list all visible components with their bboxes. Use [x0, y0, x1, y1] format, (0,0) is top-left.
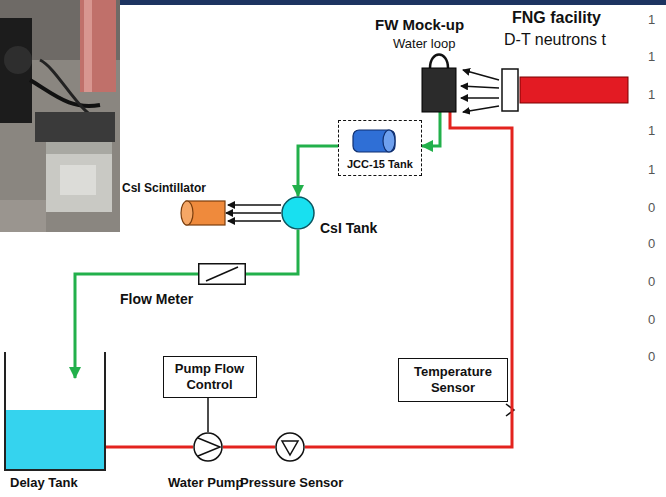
node-label: Temperature Sensor [405, 364, 501, 395]
node-label: Flow Meter [120, 291, 193, 307]
axis-tick-label: 1 [648, 88, 655, 102]
tank-circle: CsI Tank [281, 196, 315, 230]
pressure-symbol: Pressure Sensor [275, 432, 305, 462]
node-label: FNG facility [512, 9, 601, 27]
flow-connector [223, 446, 275, 449]
axis-tick-label: 1 [648, 163, 655, 177]
node-label: CsI Tank [320, 220, 377, 236]
neutron-source: FNG facilityD-T neutrons t [501, 68, 631, 112]
flow-connector [298, 146, 338, 196]
flow-connector [226, 212, 281, 214]
node-sublabel: Water loop [393, 37, 455, 52]
node-label: Delay Tank [10, 476, 78, 491]
flow-connector [246, 230, 298, 274]
axis-tick-label: 1 [648, 124, 655, 138]
flow-connector [105, 446, 193, 449]
scintillator: CsI Scintillator [180, 200, 226, 226]
node-sublabel: D-T neutrons t [504, 31, 606, 49]
axis-tick-label: 0 [648, 201, 655, 215]
axis-tick-label: 1 [648, 13, 655, 27]
tank-circle-shape [281, 196, 315, 230]
flow-connector [305, 112, 512, 447]
delay-tank: Delay Tank [5, 378, 105, 470]
process-box: Temperature Sensor [398, 358, 508, 402]
process-box: Pump Flow Control [163, 356, 257, 398]
pump-symbol-shape [193, 432, 223, 462]
axis-tick-label: 0 [648, 313, 655, 327]
tank-region: JCC-15 Tank [338, 120, 422, 176]
flow-meter: Flow Meter [198, 263, 246, 285]
delay-tank-shape [5, 378, 105, 470]
pump-symbol: Water Pump [193, 432, 223, 462]
scintillator-shape [180, 200, 226, 226]
axis-tick-label: 1 [648, 50, 655, 64]
node-label: Water Pump [168, 476, 243, 491]
neutron-source-shape [501, 68, 631, 112]
node-label: Pump Flow Control [170, 361, 250, 392]
axis-tick-label: 0 [648, 350, 655, 364]
node-label: FW Mock-up [375, 16, 464, 33]
pressure-symbol-shape [275, 432, 305, 462]
node-label: JCC-15 Tank [347, 158, 413, 171]
flow-connector [207, 398, 209, 432]
mockup-box: FW Mock-upWater loop [422, 68, 456, 112]
photo-inset [0, 0, 120, 232]
flow-meter-shape [198, 263, 246, 285]
mockup-handle [430, 55, 448, 69]
neutron-rays [461, 70, 499, 112]
axis-tick-label: 0 [648, 275, 655, 289]
node-label: Pressure Sensor [240, 476, 343, 491]
axis-tick-label: 0 [648, 237, 655, 251]
node-label: CsI Scintillator [122, 182, 206, 196]
mockup-box-shape [422, 68, 456, 112]
flow-connector [422, 112, 440, 146]
